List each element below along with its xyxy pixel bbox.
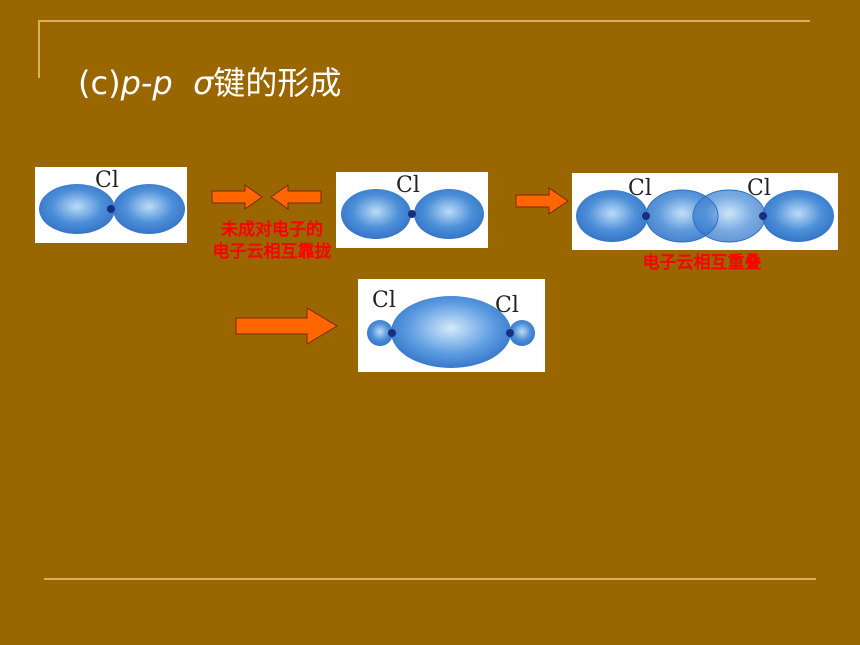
title-sigma: σ xyxy=(193,64,214,102)
overlap-caption: 电子云相互重叠 xyxy=(642,253,762,273)
top-rule xyxy=(38,20,810,22)
cl-label: Cl xyxy=(495,293,519,318)
overlap-panel: Cl Cl xyxy=(572,173,838,250)
approach-caption-line1: 未成对电子的 xyxy=(221,220,323,240)
slide-title: (c)p-p σ键的形成 xyxy=(78,58,341,104)
approach-caption-line2: 电子云相互靠拢 xyxy=(212,242,332,262)
cl-label: Cl xyxy=(372,288,396,313)
cl-label: Cl xyxy=(628,176,652,201)
approach-caption: 未成对电子的 电子云相互靠拢 xyxy=(196,219,348,263)
orbital-panel-2: Cl xyxy=(336,172,488,248)
title-suffix: 键的形成 xyxy=(213,64,342,102)
orbital-panel-1: Cl xyxy=(35,167,187,243)
left-rule xyxy=(38,20,40,78)
left-arrow-icon xyxy=(270,184,322,210)
title-prefix: (c) xyxy=(78,64,121,102)
title-orbital: p-p xyxy=(120,64,173,102)
sigma-bond-panel: Cl Cl xyxy=(358,279,545,372)
cl-label: Cl xyxy=(747,176,771,201)
cl-label: Cl xyxy=(396,173,420,198)
right-arrow-icon xyxy=(515,187,569,215)
right-arrow-icon xyxy=(235,307,338,345)
cl-label: Cl xyxy=(95,168,119,193)
right-arrow-icon xyxy=(211,184,263,210)
bottom-rule xyxy=(44,578,816,580)
